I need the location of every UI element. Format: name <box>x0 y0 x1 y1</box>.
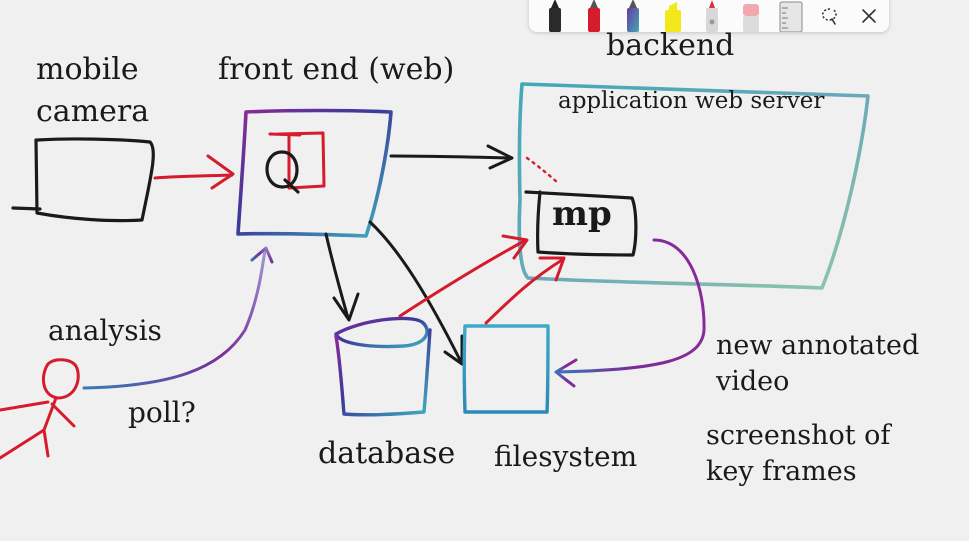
mp-to-filesystem-arrow <box>554 238 706 388</box>
frontend-to-database-arrow <box>324 232 360 322</box>
frontend-label: front end (web) <box>218 52 455 87</box>
phone-sketch-icon <box>265 131 326 194</box>
new-video-label-line2: video <box>716 366 790 397</box>
close-icon[interactable] <box>850 0 889 32</box>
mobile-camera-box <box>11 137 155 223</box>
camera-to-frontend-arrow <box>153 154 235 190</box>
red-pen-icon[interactable] <box>574 0 613 32</box>
app-server-label: application web server <box>558 88 825 114</box>
backend-label: backend <box>606 28 735 63</box>
screenshot-label-line1: screenshot of <box>706 420 891 451</box>
mp-label: mp <box>552 194 612 234</box>
stick-figure-icon <box>0 358 80 460</box>
filesystem-label: filesystem <box>494 440 638 473</box>
black-pen-icon[interactable] <box>535 0 574 32</box>
new-video-label-line1: new annotated <box>716 330 920 361</box>
app-server-box <box>517 82 870 290</box>
lasso-select-icon[interactable] <box>810 0 849 32</box>
galaxy-pen-icon[interactable] <box>614 0 653 32</box>
red-dotted-stroke <box>525 156 560 185</box>
mobile-camera-label-line1: mobile <box>36 52 139 87</box>
poll-arrow <box>82 246 274 390</box>
ink-toolbar <box>529 0 889 32</box>
frontend-box <box>236 108 393 238</box>
filesystem-to-mp-arrow <box>484 256 566 325</box>
ruler-icon[interactable] <box>771 0 810 32</box>
eraser-icon[interactable] <box>732 0 771 32</box>
filesystem-box <box>462 324 550 414</box>
frontend-to-backend-arrow <box>389 144 514 170</box>
pencil-icon[interactable] <box>692 0 731 32</box>
database-icon <box>334 316 432 417</box>
screenshot-label-line2: key frames <box>706 456 857 487</box>
frontend-to-filesystem-arrow <box>368 220 464 366</box>
mobile-camera-label-line2: camera <box>36 94 150 129</box>
analysis-label: analysis <box>48 314 162 347</box>
mp-box <box>524 190 638 257</box>
database-label: database <box>318 436 456 471</box>
database-to-mp-arrow <box>398 234 529 318</box>
yellow-highlighter-icon[interactable] <box>653 0 692 32</box>
poll-label: poll? <box>128 396 196 429</box>
